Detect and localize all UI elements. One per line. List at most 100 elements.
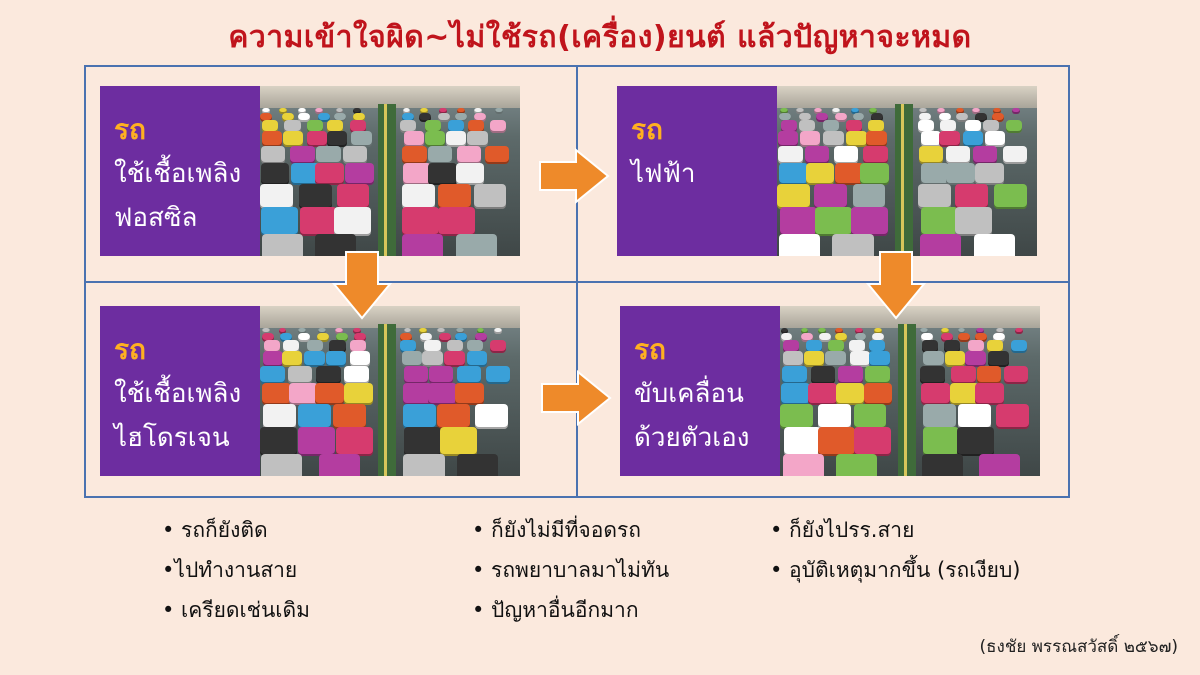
car-shape — [994, 184, 1027, 209]
car-shape — [260, 427, 297, 455]
car-shape — [866, 131, 886, 147]
car-shape — [337, 184, 370, 209]
car-shape — [402, 207, 439, 235]
car-shape — [261, 146, 285, 165]
author-credit: (ธงชัย พรรณสวัสดิ์ ๒๕๖๗) — [980, 633, 1178, 660]
car-shape — [920, 234, 961, 256]
car-shape — [429, 366, 453, 385]
car-shape — [919, 146, 943, 165]
car-shape — [336, 427, 373, 455]
car-shape — [1015, 328, 1023, 334]
car-shape — [263, 404, 296, 429]
car-shape — [440, 427, 477, 455]
car-shape — [921, 131, 941, 147]
car-shape — [818, 404, 851, 429]
car-shape — [282, 351, 302, 367]
car-shape — [869, 351, 889, 367]
car-shape — [808, 383, 837, 405]
car-shape — [955, 207, 992, 235]
car-shape — [921, 207, 958, 235]
car-shape — [838, 366, 862, 385]
car-shape — [921, 163, 950, 185]
car-shape — [438, 207, 475, 235]
car-shape — [782, 366, 806, 385]
car-shape — [836, 454, 877, 476]
car-shape — [918, 184, 951, 209]
car-shape — [262, 131, 282, 147]
car-shape — [261, 454, 302, 476]
car-shape — [262, 383, 291, 405]
car-shape — [404, 131, 424, 147]
car-shape — [1003, 146, 1027, 165]
car-shape — [975, 383, 1004, 405]
car-shape — [402, 146, 426, 165]
car-shape — [835, 163, 864, 185]
photo-lane-line — [384, 324, 387, 476]
car-shape — [333, 404, 366, 429]
car-shape — [818, 427, 855, 455]
panel-autonomous: รถ ขับเคลื่อน ด้วยตัวเอง — [620, 306, 1040, 476]
car-shape — [780, 404, 813, 429]
car-shape — [263, 351, 283, 367]
car-shape — [290, 146, 314, 165]
panel-line2: ด้วยตัวเอง — [634, 416, 780, 460]
car-shape — [965, 351, 985, 367]
car-shape — [975, 163, 1004, 185]
car-shape — [260, 184, 293, 209]
car-shape — [315, 163, 344, 185]
car-shape — [319, 454, 360, 476]
car-shape — [778, 131, 798, 147]
car-shape — [784, 427, 821, 455]
car-shape — [298, 404, 331, 429]
car-shape — [300, 207, 337, 235]
car-shape — [344, 366, 368, 385]
car-shape — [261, 163, 290, 185]
car-shape — [804, 351, 824, 367]
car-shape — [402, 184, 435, 209]
car-shape — [979, 454, 1020, 476]
car-shape — [490, 340, 506, 352]
car-shape — [457, 366, 481, 385]
car-shape — [351, 131, 371, 147]
car-shape — [486, 366, 510, 385]
arrow-right-icon — [540, 370, 612, 426]
panel-line1: ไฟฟ้า — [631, 152, 777, 196]
car-shape — [444, 351, 464, 367]
panel-fossil: รถ ใช้เชื้อเพลิง ฟอสซิล — [100, 86, 520, 256]
car-shape — [446, 131, 466, 147]
car-shape — [474, 184, 507, 209]
car-shape — [957, 427, 994, 455]
bullet-item: • ก็ยังไม่มีที่จอดรถ — [472, 510, 669, 550]
car-shape — [846, 131, 866, 147]
car-shape — [864, 383, 893, 405]
car-shape — [946, 146, 970, 165]
car-shape — [825, 351, 845, 367]
traffic-jam-photo — [780, 306, 1040, 476]
car-shape — [863, 146, 887, 165]
car-shape — [923, 404, 956, 429]
car-shape — [853, 184, 886, 209]
car-shape — [428, 163, 457, 185]
bullet-column-2: • ก็ยังไม่มีที่จอดรถ • รถพยาบาลมาไม่ทัน … — [472, 510, 669, 630]
slide-title: ความเข้าใจผิด~ไม่ใช้รถ(เครื่อง)ยนต์ แล้ว… — [0, 14, 1200, 61]
car-shape — [800, 131, 820, 147]
car-shape — [288, 366, 312, 385]
traffic-jam-photo — [260, 306, 520, 476]
car-shape — [939, 131, 959, 147]
car-shape — [974, 234, 1015, 256]
car-shape — [343, 146, 367, 165]
car-shape — [1004, 366, 1028, 385]
car-shape — [811, 366, 835, 385]
car-shape — [963, 131, 983, 147]
car-shape — [485, 146, 509, 165]
car-shape — [777, 184, 810, 209]
car-shape — [920, 366, 944, 385]
car-shape — [779, 163, 808, 185]
car-shape — [438, 184, 471, 209]
car-shape — [836, 383, 865, 405]
panel-line1: ขับเคลื่อน — [634, 372, 780, 416]
panel-line2: ไฮโดรเจน — [114, 416, 260, 460]
car-shape — [778, 146, 802, 165]
panel-head: รถ — [114, 108, 260, 152]
arrow-right-icon — [538, 148, 610, 204]
